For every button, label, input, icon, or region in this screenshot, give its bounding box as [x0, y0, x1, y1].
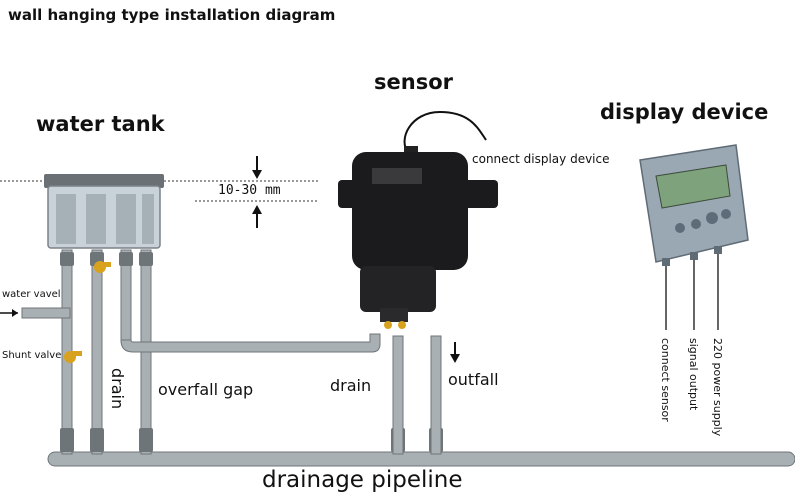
- shunt-valve-label: Shunt valve: [2, 350, 62, 361]
- gap-arrow-down: [252, 156, 262, 179]
- drainage-pipeline: [47, 451, 795, 467]
- display-device: [639, 144, 749, 266]
- drain-left-label: drain: [108, 368, 127, 410]
- display-device-label: display device: [600, 100, 769, 124]
- tank-valve: [94, 261, 111, 273]
- shunt-valve-icon: [64, 351, 82, 363]
- connect-display-device-label: connect display device: [472, 152, 610, 166]
- sensor-label: sensor: [374, 70, 453, 94]
- sensor-outlet-pipes: [392, 335, 442, 455]
- water-tank-label: water tank: [36, 112, 165, 136]
- connect-sensor-label: connect sensor: [659, 338, 672, 422]
- outfall-arrow: [450, 342, 460, 363]
- drainage-pipeline-label: drainage pipeline: [262, 467, 463, 493]
- overfall-gap-label: overfall gap: [158, 380, 254, 399]
- drain-center-label: drain: [330, 376, 372, 395]
- diagram-title: wall hanging type installation diagram: [8, 6, 336, 24]
- water-valve-label: water vavel: [2, 289, 61, 300]
- gap-arrow-up: [252, 205, 262, 228]
- outfall-label: outfall: [448, 370, 499, 389]
- water-inlet-pipe: [0, 307, 71, 319]
- display-cables: [665, 254, 719, 330]
- water-tank: [44, 174, 164, 249]
- gap-label: 10-30 mm: [218, 183, 281, 198]
- power-supply-label: 220 power supply: [711, 338, 724, 437]
- sensor-device: [338, 110, 498, 329]
- overflow-pipe: [120, 333, 381, 353]
- signal-output-label: signal output: [687, 338, 700, 411]
